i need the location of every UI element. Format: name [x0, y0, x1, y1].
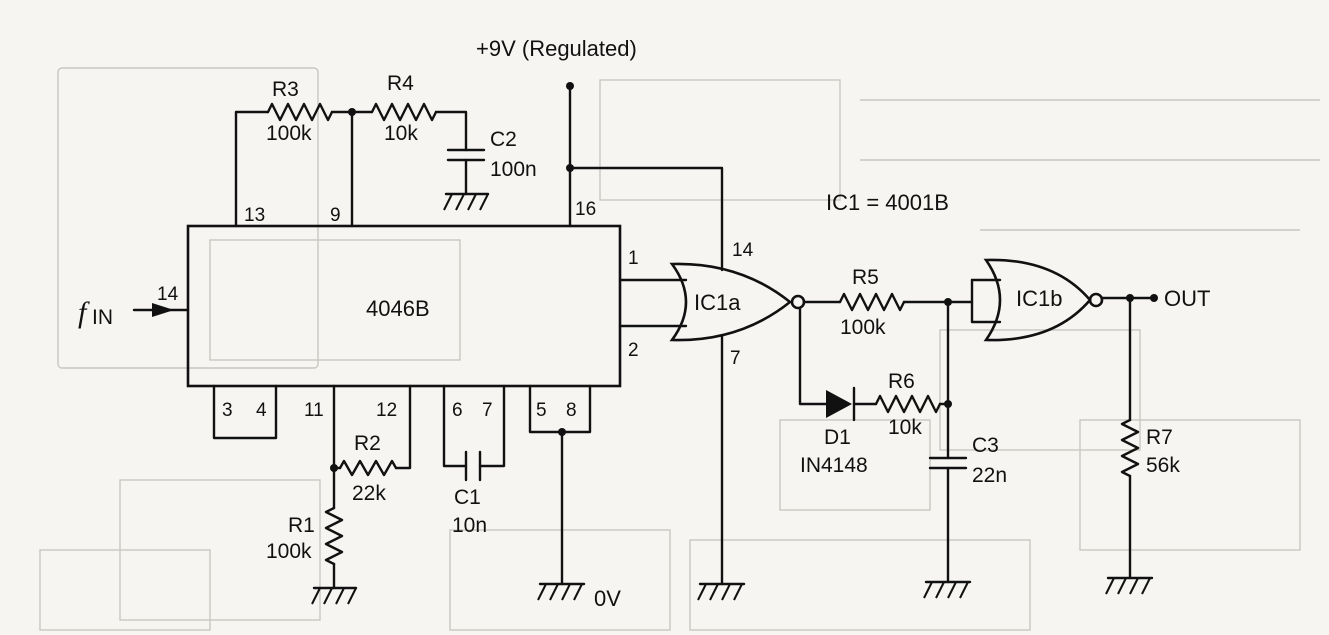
- r3-ref: R3: [272, 78, 299, 101]
- nor-gate-ic1b: IC1 = 4001B IC1b OUT: [826, 190, 1210, 342]
- r1-value: 100k: [266, 540, 312, 563]
- ic1a-name: IC1a: [694, 290, 741, 315]
- c2-ref: C2: [490, 128, 517, 151]
- pll-pin-8: 8: [566, 400, 577, 421]
- ic1a-pin-7: 7: [730, 348, 741, 369]
- timing-network-top: R3 100k R4 10k C2 100n: [234, 72, 537, 228]
- d1-ref: D1: [824, 426, 851, 449]
- r6-value: 10k: [888, 416, 922, 439]
- ic1-title: IC1 = 4001B: [826, 190, 949, 215]
- pins-3-4-link: [212, 384, 278, 440]
- r5-ref: R5: [852, 266, 879, 289]
- r1-ref: R1: [288, 514, 315, 537]
- r3-value: 100k: [266, 122, 312, 145]
- r7-value: 56k: [1146, 454, 1180, 477]
- supply-rail: +9V (Regulated): [476, 36, 724, 272]
- output-label: OUT: [1164, 286, 1210, 311]
- input-label-f: f: [78, 296, 90, 329]
- pll-ic-name: 4046B: [366, 296, 430, 321]
- input-label-sub: IN: [92, 306, 113, 329]
- r2-value: 22k: [352, 482, 386, 505]
- c3-value: 22n: [972, 464, 1007, 487]
- vco-capacitor: C1 10n: [442, 384, 506, 537]
- pll-ic-4046b: 4046B 13 9 16 1 2 14 3 4 11 12 6 7 5 8: [157, 199, 639, 421]
- pll-pin-3: 3: [222, 400, 233, 421]
- d1-value: IN4148: [800, 454, 868, 477]
- pll-pin-4: 4: [256, 400, 267, 421]
- r5-value: 100k: [840, 316, 886, 339]
- c1-ref: C1: [454, 486, 481, 509]
- pll-pin-14: 14: [157, 284, 179, 305]
- pll-pin-2: 2: [628, 340, 639, 361]
- pll-pin-7: 7: [482, 400, 493, 421]
- r4-ref: R4: [387, 72, 414, 95]
- pll-pin-11: 11: [304, 400, 324, 421]
- r6-ref: R6: [888, 370, 915, 393]
- supply-label: +9V (Regulated): [476, 36, 637, 61]
- ground-label: 0V: [594, 586, 621, 611]
- pll-pin-12: 12: [376, 400, 397, 421]
- r2-ref: R2: [354, 432, 381, 455]
- pll-pin-9: 9: [330, 205, 341, 226]
- pll-pin-1: 1: [628, 248, 639, 269]
- nor-gate-ic1a: IC1a 14 7: [669, 240, 806, 601]
- r7-ref: R7: [1146, 426, 1173, 449]
- ic1b-name: IC1b: [1016, 286, 1062, 311]
- pll-pin-13: 13: [244, 205, 265, 226]
- pll-pin-16: 16: [575, 199, 596, 220]
- c3-ref: C3: [972, 434, 999, 457]
- frequency-resistors: R2 22k R1 100k: [266, 384, 412, 605]
- background-bleed-through: [39, 67, 1320, 631]
- delay-network: R5 100k R6 10k D1 IN4148 C3 22n: [798, 266, 1007, 599]
- c2-value: 100n: [490, 158, 537, 181]
- pll-to-gate-wires: [618, 278, 688, 328]
- r4-value: 10k: [384, 122, 418, 145]
- c1-value: 10n: [452, 514, 487, 537]
- output-pulldown: R7 56k: [1105, 296, 1180, 595]
- ground-0v: 0V: [528, 384, 621, 611]
- pll-pin-5: 5: [536, 400, 547, 421]
- ic1a-pin-14: 14: [732, 240, 754, 261]
- pll-pin-6: 6: [452, 400, 463, 421]
